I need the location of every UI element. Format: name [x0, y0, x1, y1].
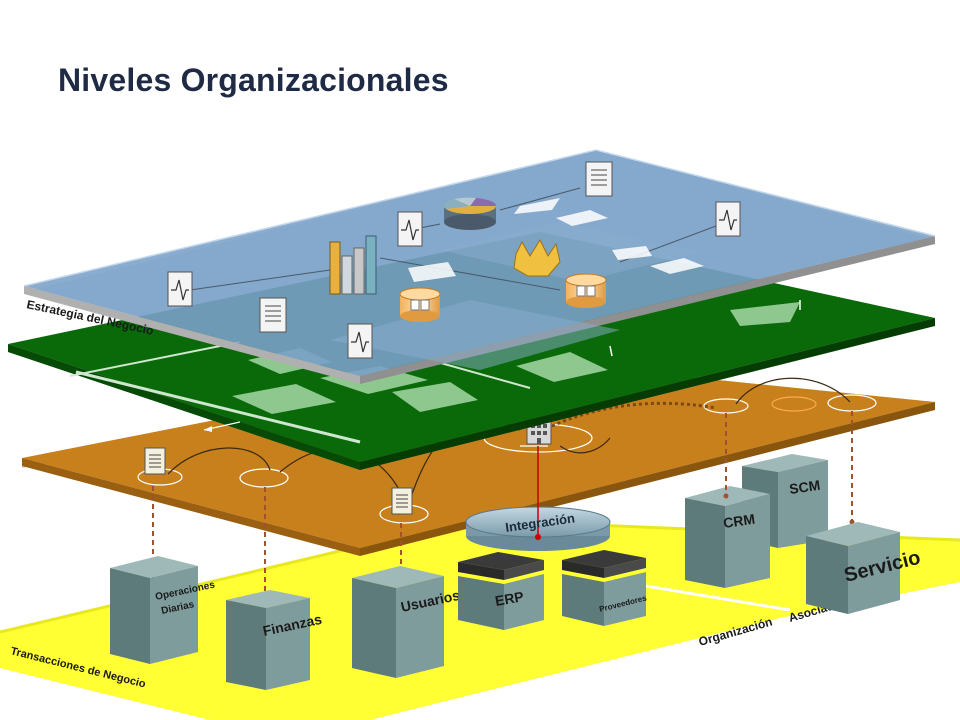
pulse-icon [715, 201, 741, 237]
scm-label: SCM [788, 477, 821, 497]
crown-icon [513, 238, 561, 277]
operaciones-box: Operaciones Diarias [110, 556, 216, 664]
pulse-icon [167, 271, 193, 307]
pulse-icon [397, 211, 423, 247]
document-icon [585, 161, 613, 197]
proveedores-box: Proveedores [562, 550, 648, 626]
integracion-hub: Integración [465, 446, 611, 551]
document-icon [259, 297, 287, 333]
page-title: Niveles Organizacionales [58, 62, 449, 98]
crm-label: CRM [722, 511, 756, 531]
pie-chart-icon [443, 197, 497, 230]
document-icon [391, 487, 413, 515]
servicio-box: Servicio [806, 522, 923, 614]
database-icon [565, 273, 607, 308]
pulse-icon [347, 323, 373, 359]
document-icon [144, 447, 166, 475]
bar-chart-icon [329, 235, 377, 295]
finanzas-box: Finanzas [226, 590, 323, 690]
erp-label: ERP [494, 588, 525, 609]
database-icon [399, 287, 441, 322]
usuarios-box: Usuarios [352, 566, 461, 678]
erp-box: ERP [458, 552, 544, 630]
region-divider [639, 583, 791, 612]
crm-box: CRM [685, 486, 770, 588]
strategy-layer: Estrategia del Negocio [23, 149, 936, 384]
